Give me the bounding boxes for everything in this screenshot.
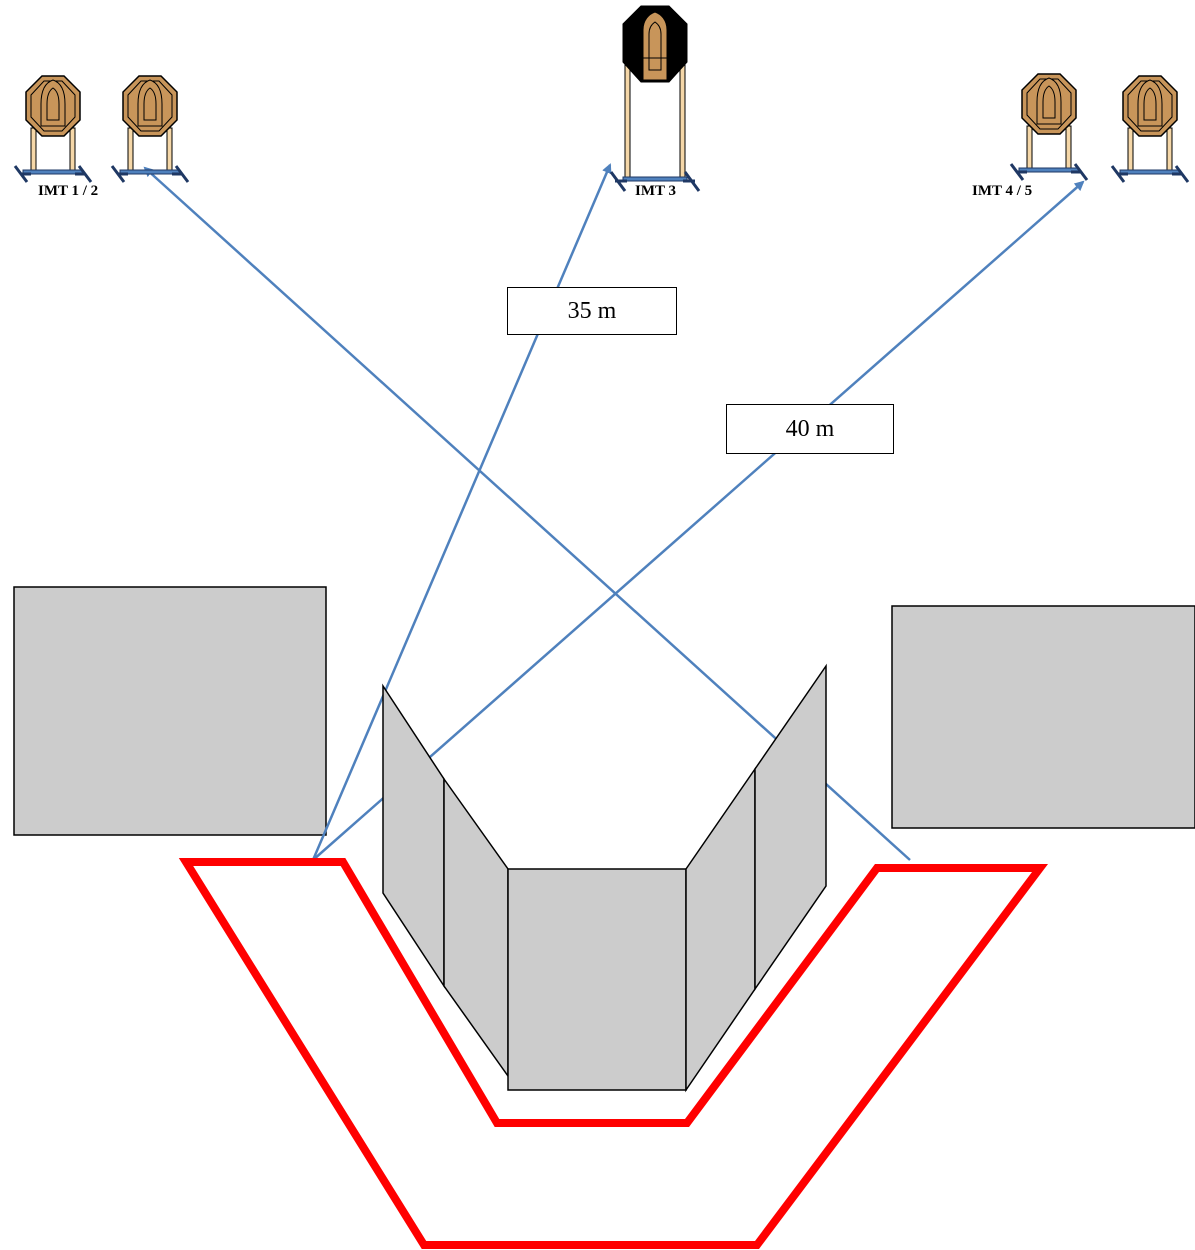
fault-line [178, 858, 1049, 1249]
distance-35m: 35 m [507, 287, 677, 335]
label-imt-3: IMT 3 [635, 183, 676, 199]
arrow-to-imt-4-5 [312, 180, 1085, 861]
target-imt-2 [110, 74, 190, 184]
barricade [382, 663, 827, 1093]
label-imt-1-2: IMT 1 / 2 [38, 183, 99, 199]
target-imt-5 [1110, 74, 1190, 184]
target-imt-3 [609, 5, 701, 192]
distance-40m: 40 m [726, 404, 894, 454]
target-imt-4 [1009, 72, 1089, 182]
right-block [891, 605, 1195, 829]
target-imt-1 [13, 74, 93, 184]
arrow-to-imt-3 [311, 163, 612, 861]
label-imt-4-5: IMT 4 / 5 [972, 183, 1033, 199]
left-block [13, 586, 327, 836]
